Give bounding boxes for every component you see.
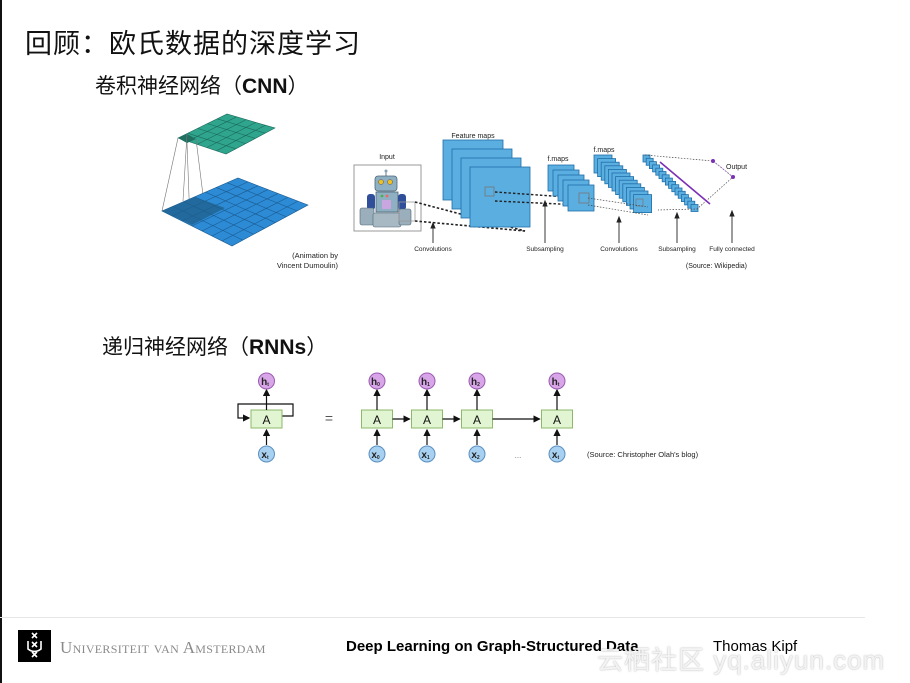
rnn-cell: Ah2 x2 (461, 372, 493, 463)
input-node (468, 445, 486, 463)
rnn-heading-close: ） (306, 335, 328, 359)
cnn-source-caption: (Source: Wikipedia) (686, 263, 747, 270)
rnn-heading-abbr: RNNs (249, 336, 307, 359)
stage-label: Convolutions (600, 246, 638, 253)
svg-text:x0: x0 (371, 450, 380, 461)
course-title: Deep Learning on Graph-Structured Data (346, 638, 639, 655)
cnn-heading-close: ） (287, 74, 309, 98)
hidden-output-node (548, 372, 566, 390)
feature-maps-label: Feature maps (451, 133, 495, 140)
output-grid (177, 113, 276, 155)
rnn-unrolled-chain: Ah0 x0 Ah1 x1 Ah2 x2 Aht xt (361, 372, 573, 463)
equals-sign: = (325, 410, 333, 426)
svg-text:h0: h0 (371, 377, 380, 388)
svg-text:x1: x1 (421, 450, 430, 461)
conv2-maps-stack (593, 154, 653, 213)
convolution-animation-figure: (Animation by Vincent Dumoulin) (150, 108, 340, 282)
cell-label: A (473, 413, 481, 427)
input-grid (161, 177, 309, 247)
cell-label: A (423, 413, 431, 427)
output-label: Output (726, 164, 747, 171)
cnn-heading-abbr: CNN (242, 75, 288, 98)
hidden-output-node (368, 372, 386, 390)
stage-label: Convolutions (414, 246, 452, 253)
cell-label: A (262, 413, 270, 427)
output-node (711, 159, 715, 163)
uva-logo-icon (18, 630, 51, 662)
svg-text:x2: x2 (471, 450, 480, 461)
subsampled-maps-stack (547, 164, 595, 212)
rnn-rolled-cell: A ht xt (237, 372, 294, 463)
svg-text:xt: xt (261, 450, 269, 461)
watermark: 云栖社区 yq.aliyun.com (597, 645, 886, 675)
input-label: Input (379, 154, 395, 161)
hidden-output-node (258, 372, 275, 390)
rnn-source-caption: (Source: Christopher Olah's blog) (587, 450, 699, 459)
hidden-output-node (418, 372, 436, 390)
svg-text:h2: h2 (471, 377, 480, 388)
feature-maps-stack (442, 139, 531, 228)
stage-label: Subsampling (658, 246, 696, 253)
slide-title: 回顾：欧氏数据的深度学习 (25, 29, 361, 60)
feature-map (469, 166, 531, 228)
animation-caption-line2: Vincent Dumoulin) (277, 261, 339, 270)
left-border-rule (0, 0, 2, 683)
svg-text:ht: ht (261, 377, 269, 388)
author-name: Thomas Kipf (713, 638, 798, 655)
svg-text:h1: h1 (421, 377, 430, 388)
cell-label: A (373, 413, 381, 427)
fully-connected-line (659, 161, 711, 205)
cnn-heading-chinese: 卷积神经网络（ (95, 74, 242, 98)
rnn-cell: Ah1 x1 (411, 372, 443, 463)
input-node (418, 445, 436, 463)
output-node (731, 175, 735, 179)
hidden-output-node (468, 372, 486, 390)
stage-label: Subsampling (526, 246, 564, 253)
input-node (258, 445, 275, 463)
input-node (548, 445, 566, 463)
cnn-architecture-figure: Input Feature maps f. (345, 125, 765, 284)
rnn-section-heading: 递归神经网络（RNNs） (102, 331, 327, 361)
university-name: Universiteit van Amsterdam (60, 638, 266, 657)
cell-label: A (553, 413, 561, 427)
fmaps-label-1: f.maps (547, 156, 569, 163)
stage-label: Fully connected (709, 246, 755, 253)
fmaps-label-2: f.maps (593, 147, 615, 154)
ellipsis: ... (515, 451, 522, 460)
cnn-section-heading: 卷积神经网络（CNN） (95, 70, 309, 100)
rnn-cell: Ah0 x0 (361, 372, 393, 463)
input-node (368, 445, 386, 463)
svg-text:xt: xt (552, 450, 560, 461)
animation-caption-line1: (Animation by (292, 251, 338, 260)
svg-text:ht: ht (552, 377, 560, 388)
feature-map (567, 184, 595, 212)
footer-divider (0, 617, 865, 618)
rnn-heading-chinese: 递归神经网络（ (102, 335, 249, 359)
feature-map (690, 204, 699, 212)
subsampled2-maps-stack (642, 154, 699, 212)
rnn-cell: Aht xt (541, 372, 573, 463)
